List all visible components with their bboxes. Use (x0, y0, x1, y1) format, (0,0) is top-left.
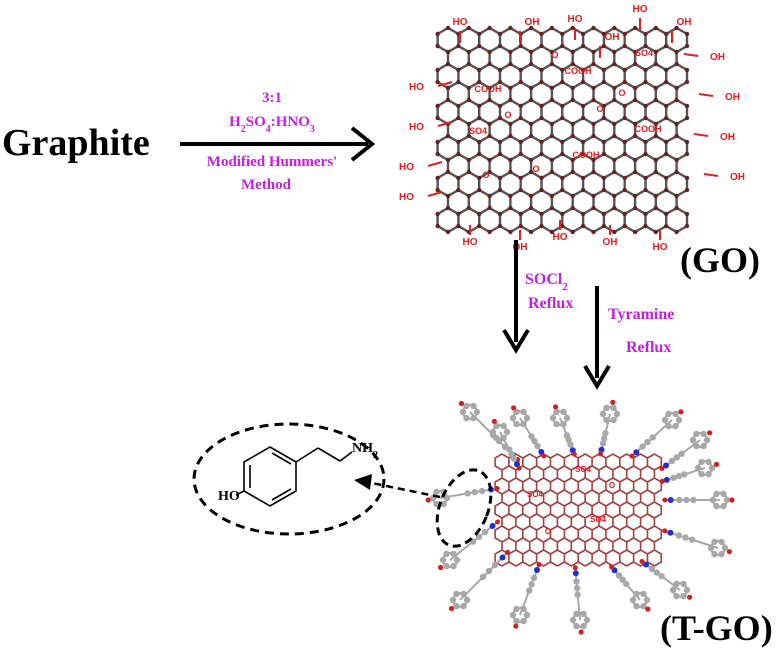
inner-group-label: SO4 (527, 490, 544, 499)
tyramine-structure (235, 446, 353, 507)
socl2-label: SOCl2 (525, 271, 568, 293)
functional-group-label: HO (633, 4, 648, 15)
tyramine-chains (425, 399, 735, 635)
functional-group-label: HO (553, 232, 568, 243)
functional-group-label: HO (409, 122, 424, 133)
functional-group-label: OH (525, 17, 540, 28)
zoom-arrow (354, 474, 441, 499)
method-line2-label: Method (241, 177, 292, 193)
functional-group-label: OH (725, 92, 740, 103)
inner-group-label: COOH (475, 84, 502, 94)
functional-group-label: HO (399, 192, 414, 203)
tyramine-arrow (583, 286, 611, 390)
functional-group-label: HO (399, 162, 414, 173)
functional-group-label: HO (463, 237, 478, 248)
inner-group-label: O (532, 164, 539, 174)
inner-group-label: O (551, 50, 558, 60)
inner-group-label: SO4 (590, 515, 607, 524)
inner-group-label: COOH (573, 150, 600, 160)
inner-group-label: O (609, 481, 615, 490)
inner-group-label: SO4 (635, 48, 653, 58)
hydroxyl-label: HO (218, 489, 240, 504)
functional-group-label: OH (677, 17, 692, 28)
highlight-ellipse (435, 468, 493, 548)
inner-group-label: COOH (565, 66, 592, 76)
functional-group-label: OH (710, 52, 725, 63)
oxidation-arrow (180, 126, 376, 162)
functional-group-label: OH (730, 172, 745, 183)
ratio-label: 3:1 (262, 90, 282, 106)
tyramine-label: Tyramine (608, 306, 674, 323)
functional-group-label: OH (720, 132, 735, 143)
inner-group-label: SO4 (469, 126, 487, 136)
go-label: (GO) (680, 240, 760, 280)
functional-group-label: HO (568, 14, 583, 25)
functional-group-label: OH (603, 237, 618, 248)
graphene-oxide-sheet (435, 25, 690, 235)
inner-group-label: O (596, 104, 603, 114)
socl2-arrow (502, 240, 530, 354)
inner-group-label: O (618, 88, 625, 98)
go-functional-groups: HO OH HO OH HO OH HO HO HO HO OH OH OH OH HO OH HO OH HO (399, 4, 745, 253)
acid-mix-label: H2SO4:HNO3 (229, 114, 315, 135)
graphite-label: Graphite (2, 122, 150, 164)
method-line1-label: Modified Hummers' (207, 154, 337, 170)
functional-group-label: OH (605, 32, 620, 43)
reflux-2-label: Reflux (626, 339, 671, 356)
tgo-label: (T-GO) (660, 608, 773, 648)
inner-group-label: O (482, 170, 489, 180)
inner-group-label: SO4 (575, 465, 592, 474)
inner-group-label: O (545, 527, 551, 536)
functional-group-label: HO (653, 242, 668, 253)
functional-group-label: HO (453, 17, 468, 28)
functional-group-label: OH (513, 242, 528, 253)
inner-group-label: O (504, 110, 511, 120)
functional-group-label: HO (409, 82, 424, 93)
reflux-1-label: Reflux (528, 295, 573, 312)
inner-group-label: COOH (635, 124, 662, 134)
tyramine-inset-ellipse (192, 422, 386, 536)
amine-label: NH2 (352, 441, 378, 461)
